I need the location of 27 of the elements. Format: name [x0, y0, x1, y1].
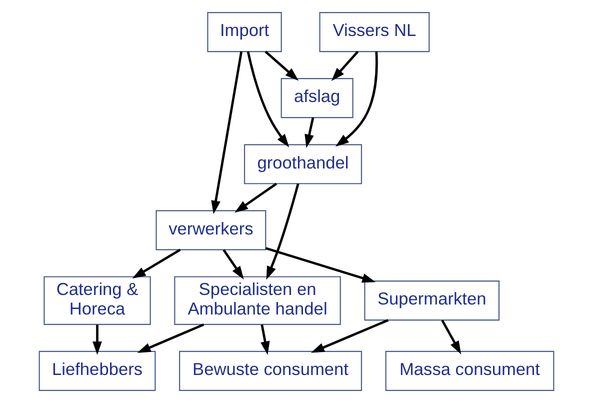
node-box: afslag	[280, 78, 354, 118]
node-box: Supermarkten	[364, 280, 500, 321]
arrow	[222, 249, 244, 280]
node-box: Massa consument	[385, 350, 554, 391]
arrow	[264, 50, 299, 81]
arrow	[335, 52, 378, 147]
arrow	[266, 184, 300, 280]
arrow	[441, 320, 462, 354]
node-box: Vissers NL	[319, 12, 430, 52]
arrow	[266, 247, 376, 283]
node-box: verwerkers	[156, 210, 266, 250]
arrow	[234, 182, 278, 213]
arrow	[260, 324, 270, 355]
node-box: Specialisten en Ambulante handel	[174, 276, 341, 325]
node-box: Bewuste consument	[179, 350, 362, 391]
arrow	[132, 248, 181, 278]
node-box: Import	[207, 12, 282, 52]
arrow	[331, 50, 359, 82]
node-box: groothandel	[244, 144, 362, 184]
node-box: Liefhebbers	[38, 350, 156, 391]
arrow	[211, 51, 243, 214]
arrow	[310, 319, 389, 353]
arrow	[246, 51, 290, 148]
arrow	[92, 324, 102, 355]
arrow	[137, 323, 204, 353]
arrow	[304, 117, 314, 148]
node-box: Catering & Horeca	[44, 276, 151, 325]
